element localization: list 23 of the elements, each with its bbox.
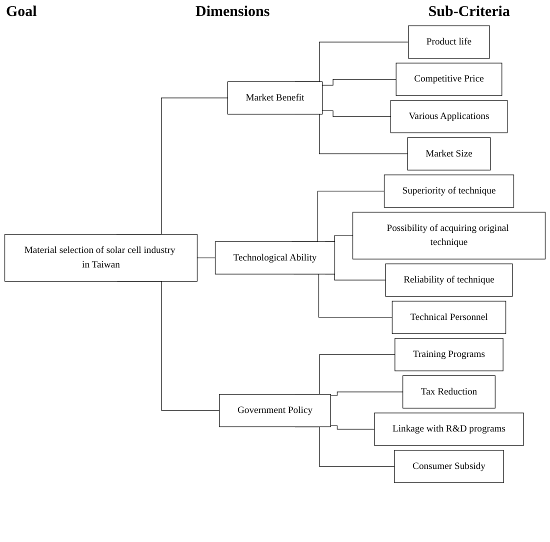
node-box: Market Size [407,137,491,170]
column-heading: Sub-Criteria [428,4,510,21]
node-box: Government Policy [219,394,331,428]
node-box: Technological Ability [214,241,336,274]
node-box: Superiority of technique [384,174,514,208]
node-box: Reliability of technique [385,264,513,297]
node-box: Product life [408,26,490,59]
node-box: Linkage with R&D programs [374,412,524,446]
column-heading: Dimensions [195,4,270,21]
connector [330,425,375,430]
connector [322,110,392,117]
node-box: Various Applications [390,100,508,134]
node-box: Tax Reduction [402,375,496,408]
connector [322,79,396,86]
node-box: Competitive Price [396,62,502,96]
node-box: Material selection of solar cell industry in Taiwan [4,234,198,282]
node-box: Market Benefit [227,81,323,114]
node-box: Technical Personnel [392,300,506,334]
node-box: Training Programs [394,338,504,372]
node-box: Consumer Subsidy [394,450,504,483]
connector [330,392,404,396]
column-heading: Goal [6,4,37,21]
node-box: Possibility of acquiring original technique [352,212,546,260]
